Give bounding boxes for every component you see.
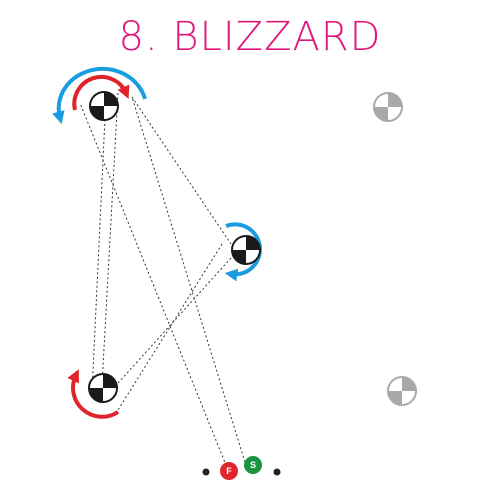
start-marker-label: S: [250, 460, 256, 470]
right-dot: [273, 468, 281, 476]
path-line: [91, 96, 107, 393]
finish-marker-label: F: [226, 466, 232, 476]
active-pole-icon: [88, 373, 118, 403]
path-line: [79, 102, 229, 471]
blue-rotation-arc-top: [52, 66, 147, 125]
red-rotation-arc-top: [72, 74, 130, 111]
active-pole-icon: [231, 235, 261, 265]
path-line: [117, 243, 223, 411]
pattern-title: 8. BLIZZARD: [118, 14, 382, 60]
start-marker: S: [244, 456, 262, 474]
path-line: [131, 96, 246, 463]
inactive-pole-icon: [373, 92, 403, 122]
path-line: [101, 92, 119, 386]
left-dot: [202, 468, 210, 476]
path-line: [99, 257, 232, 404]
path-line: [131, 96, 232, 245]
red-rotation-arc-bottom: [67, 369, 120, 419]
finish-marker: F: [220, 462, 238, 480]
active-pole-icon: [89, 91, 119, 121]
inactive-pole-icon: [387, 376, 417, 406]
